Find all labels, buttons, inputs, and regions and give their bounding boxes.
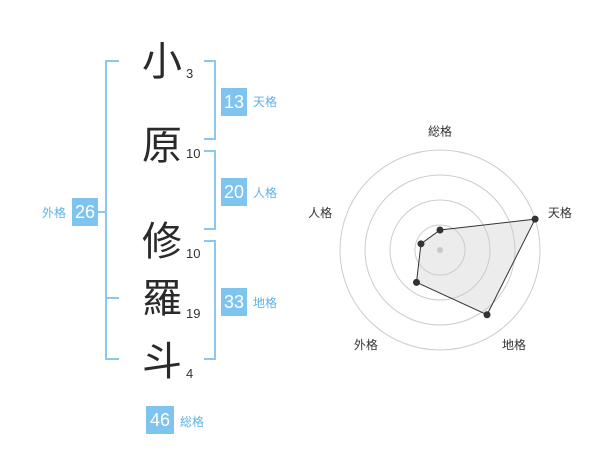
tenkaku-label: 天格 [253,95,278,109]
chikaku-bracket [204,240,216,360]
gaikaku-bracket [105,60,119,360]
radar-point-1 [436,226,444,234]
soukaku-value: 46 [146,406,174,434]
radar-axis-label-5: 人格 [308,205,332,220]
gaikaku-label: 外格 [42,206,67,220]
tenkaku-value: 13 [221,88,247,116]
name-char-4: 羅 [142,276,182,322]
radar-axis-label-2: 天格 [548,205,572,220]
radar-axis-label-4: 外格 [354,337,378,352]
radar-series-polygon [415,218,536,316]
radar-ring-2 [389,199,491,301]
soukaku-label: 総格 [180,415,205,429]
name-char-5: 斗 [142,339,182,385]
radar-axis-label-1: 総格 [428,124,452,139]
stroke-count-4: 19 [186,306,201,321]
stroke-count-1: 3 [186,66,194,81]
jinkaku-bracket [204,150,216,230]
gaikaku-bracket-tick [97,211,105,213]
gaikaku-inner-tick [105,297,119,299]
radar-point-3 [483,311,491,319]
stroke-count-5: 4 [186,366,194,381]
radar-axis-label-3: 地格 [502,337,526,352]
name-char-1: 小 [142,39,182,85]
jinkaku-label: 人格 [253,186,278,200]
name-char-3: 修 [142,219,182,265]
gaikaku-value: 26 [72,198,98,226]
radar-point-4 [412,278,420,286]
tenkaku-bracket [204,60,216,140]
stroke-count-2: 10 [186,146,201,161]
radar-center-dot [437,247,443,253]
chikaku-label: 地格 [253,296,278,310]
radar-ring-1 [414,224,466,276]
name-char-2: 原 [142,123,182,169]
radar-ring-4 [339,149,541,351]
radar-point-2 [531,215,539,223]
stroke-count-3: 10 [186,246,201,261]
chikaku-value: 33 [221,288,247,316]
jinkaku-value: 20 [221,178,247,206]
radar-point-5 [417,240,425,248]
radar-ring-3 [364,174,516,326]
